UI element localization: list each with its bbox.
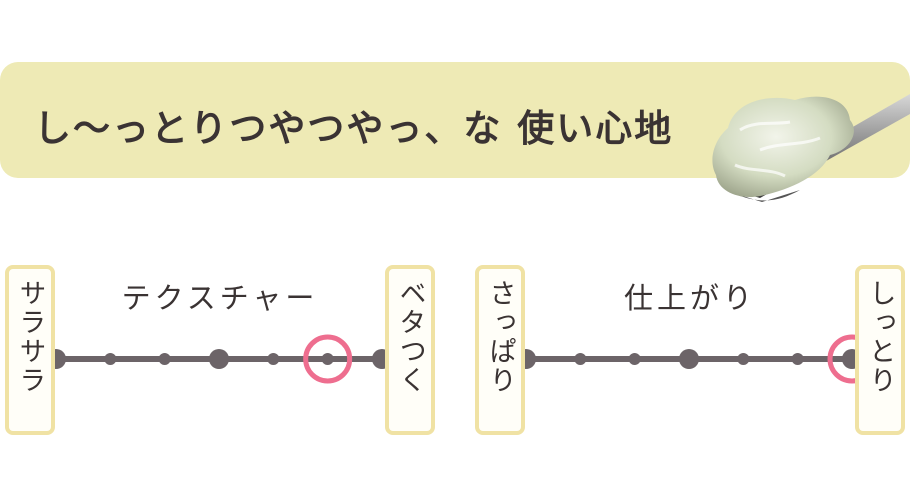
texture-left-label: サラサラ bbox=[14, 279, 46, 395]
scale-dot bbox=[679, 349, 699, 369]
scale-dot bbox=[628, 353, 641, 365]
scale-dot bbox=[321, 353, 334, 365]
finish-left-label: さっぱり bbox=[484, 279, 516, 395]
texture-left-box: サラサラ bbox=[5, 265, 55, 435]
headline: し〜っとりつやつやっ、な 使い心地 bbox=[34, 107, 674, 150]
scale-dot bbox=[737, 353, 750, 365]
scale-dot bbox=[267, 353, 280, 365]
finish-scale: 仕上がり さっぱり しっとり bbox=[470, 265, 910, 440]
finish-right-label: しっとり bbox=[864, 279, 896, 395]
scale-dot bbox=[791, 353, 804, 365]
finish-left-box: さっぱり bbox=[475, 265, 525, 435]
scale-dot bbox=[209, 349, 229, 369]
spatula-with-gel-icon bbox=[712, 94, 910, 202]
selection-marker bbox=[303, 334, 353, 384]
texture-scale-track bbox=[46, 334, 392, 384]
texture-scale-title: テクスチャー bbox=[121, 281, 319, 315]
texture-right-label: ベタつく bbox=[394, 279, 426, 395]
texture-scale: テクスチャー サラサラ ベタつく bbox=[0, 265, 440, 440]
finish-scale-track bbox=[516, 334, 877, 384]
finish-right-box: しっとり bbox=[855, 265, 905, 435]
finish-scale-title: 仕上がり bbox=[623, 281, 756, 315]
scale-dot bbox=[158, 353, 171, 365]
scale-dot bbox=[574, 353, 587, 365]
texture-right-box: ベタつく bbox=[385, 265, 435, 435]
scale-dot bbox=[104, 353, 117, 365]
